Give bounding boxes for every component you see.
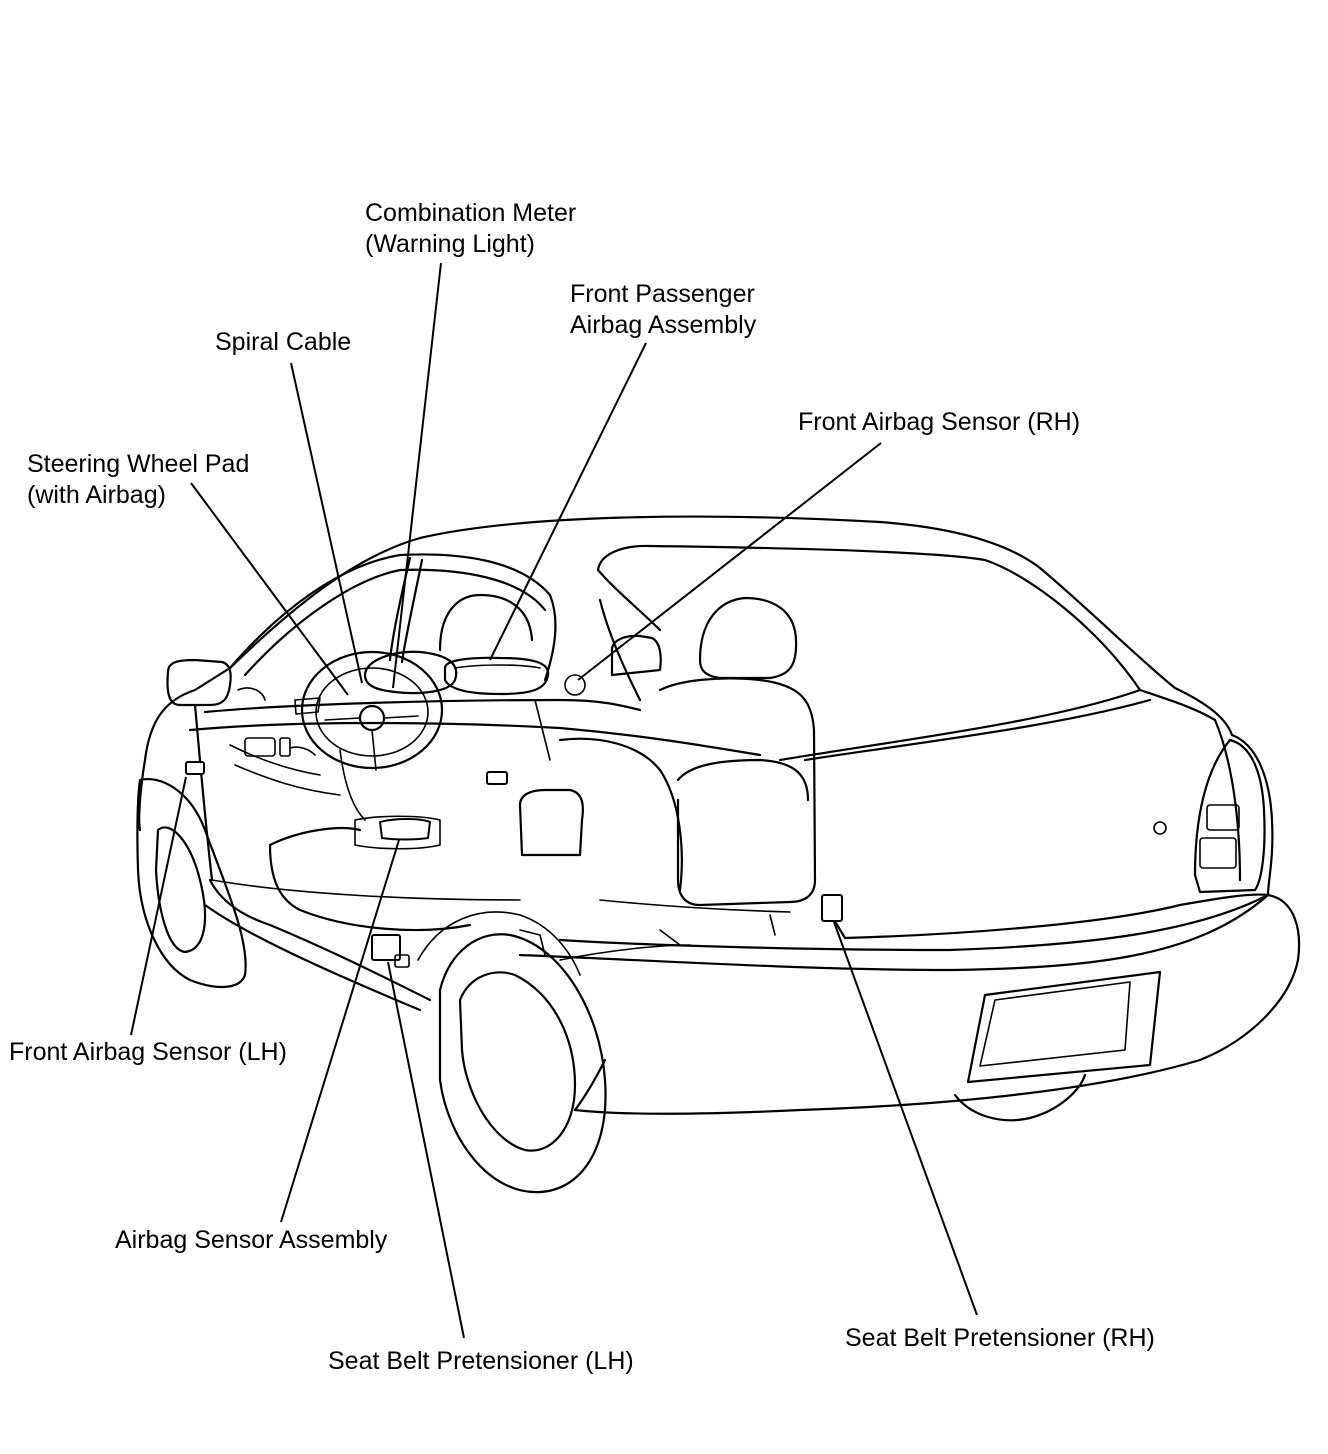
label-spiral-cable: Spiral Cable bbox=[215, 327, 351, 358]
label-steering-wheel-pad: Steering Wheel Pad (with Airbag) bbox=[27, 449, 249, 511]
leader-seat-belt-pretensioner-lh bbox=[387, 961, 465, 1339]
label-front-airbag-sensor-lh: Front Airbag Sensor (LH) bbox=[9, 1037, 287, 1068]
car-body bbox=[136, 515, 1301, 1194]
label-combination-meter-line1: Combination Meter bbox=[365, 199, 577, 227]
label-steering-wheel-pad-line1: Steering Wheel Pad bbox=[27, 450, 250, 478]
label-airbag-sensor-assembly-line1: Airbag Sensor Assembly bbox=[115, 1226, 388, 1254]
leader-front-airbag-sensor-lh bbox=[130, 776, 187, 1036]
label-combination-meter-line2: (Warning Light) bbox=[365, 230, 535, 258]
leader-lines bbox=[130, 262, 978, 1339]
label-seat-belt-pretensioner-lh-line1: Seat Belt Pretensioner (LH) bbox=[328, 1347, 634, 1375]
leader-front-airbag-sensor-rh bbox=[577, 442, 882, 681]
label-seat-belt-pretensioner-rh: Seat Belt Pretensioner (RH) bbox=[845, 1323, 1155, 1354]
leader-seat-belt-pretensioner-rh bbox=[833, 921, 978, 1316]
label-airbag-sensor-assembly: Airbag Sensor Assembly bbox=[115, 1225, 387, 1256]
label-front-passenger-airbag: Front Passenger Airbag Assembly bbox=[570, 279, 756, 341]
leader-front-passenger-airbag bbox=[489, 342, 647, 661]
label-front-airbag-sensor-rh: Front Airbag Sensor (RH) bbox=[798, 407, 1080, 438]
label-steering-wheel-pad-line2: (with Airbag) bbox=[27, 481, 166, 509]
label-front-passenger-airbag-line2: Airbag Assembly bbox=[570, 311, 757, 339]
label-spiral-cable-line1: Spiral Cable bbox=[215, 328, 352, 356]
label-seat-belt-pretensioner-lh: Seat Belt Pretensioner (LH) bbox=[328, 1346, 634, 1377]
leader-spiral-cable bbox=[290, 362, 363, 684]
leader-combination-meter bbox=[392, 262, 442, 689]
label-front-airbag-sensor-rh-line1: Front Airbag Sensor (RH) bbox=[798, 408, 1081, 436]
label-front-passenger-airbag-line1: Front Passenger bbox=[570, 280, 755, 308]
label-seat-belt-pretensioner-rh-line1: Seat Belt Pretensioner (RH) bbox=[845, 1324, 1155, 1352]
leader-steering-wheel-pad bbox=[190, 482, 349, 696]
leader-airbag-sensor-assembly bbox=[280, 839, 400, 1223]
label-combination-meter: Combination Meter (Warning Light) bbox=[365, 198, 576, 260]
label-front-airbag-sensor-lh-line1: Front Airbag Sensor (LH) bbox=[9, 1038, 287, 1066]
